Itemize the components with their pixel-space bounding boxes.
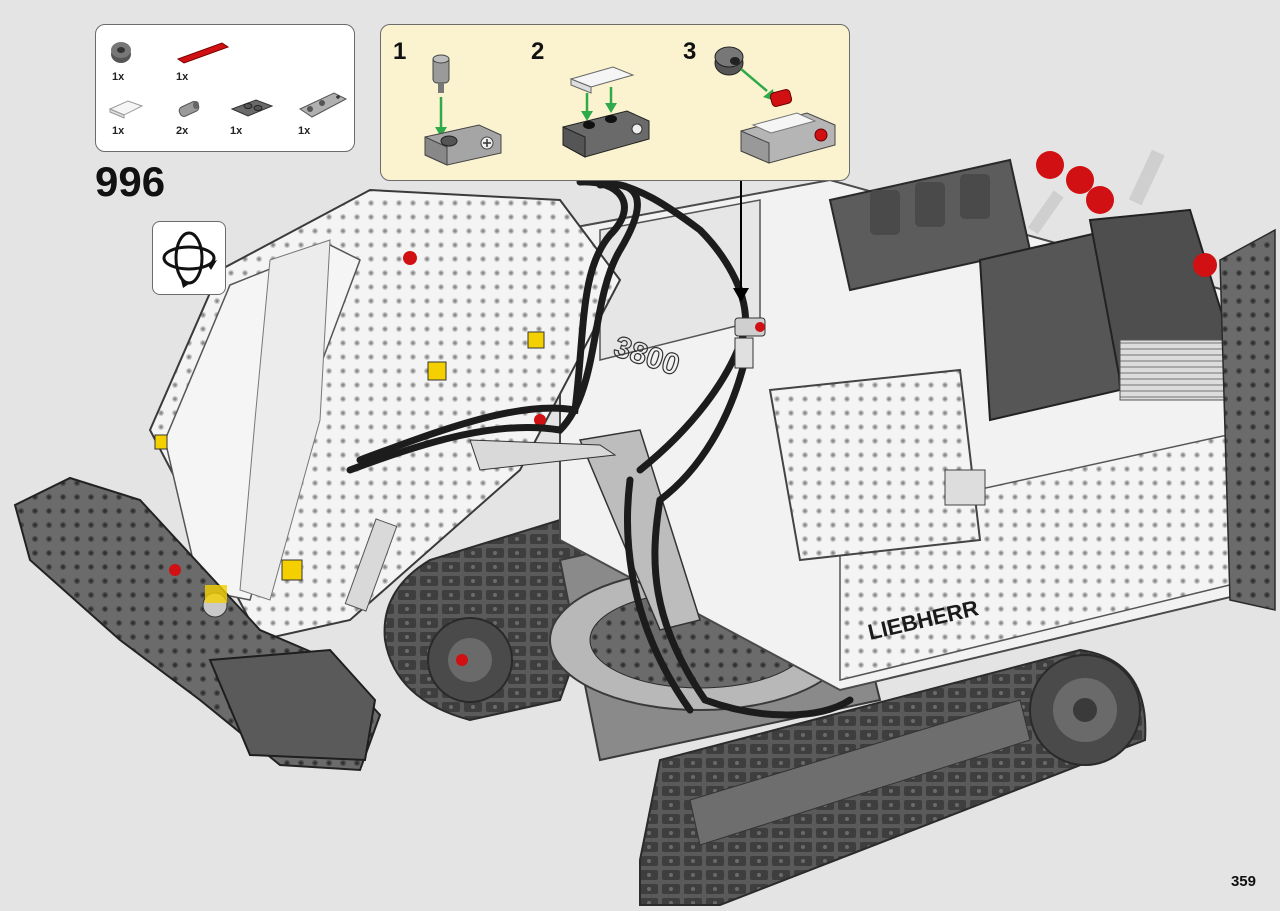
stick-and-bucket <box>13 476 382 772</box>
part-item: 1x <box>230 97 290 137</box>
part-qty: 1x <box>230 125 243 137</box>
parts-list: 1x 1x 1x 2x 1x 1 <box>95 24 355 152</box>
right-track <box>639 648 1147 906</box>
page-number: 359 <box>1230 873 1256 890</box>
boom-arm <box>148 188 622 642</box>
gray-axle-pin-icon <box>178 101 200 117</box>
rotate-model-icon <box>162 231 217 288</box>
part-qty: 1x <box>298 125 311 137</box>
part-item: 1x <box>298 89 358 137</box>
part-qty: 2x <box>176 125 189 137</box>
engine-block <box>828 149 1232 422</box>
dark-gray-plate-icon <box>230 99 274 117</box>
step-number: 996 <box>95 158 166 205</box>
dark-gray-bush-icon <box>111 42 131 63</box>
part-item: 1x <box>176 39 236 83</box>
callout-pointer-arrow <box>733 180 749 302</box>
substep-3-illustration <box>714 46 836 164</box>
substep-number: 1 <box>393 38 407 65</box>
substep-number: 2 <box>531 38 545 65</box>
part-qty: 1x <box>112 71 125 83</box>
part-item: 1x <box>108 97 168 137</box>
part-item: 2x <box>176 97 236 137</box>
part-qty: 1x <box>112 125 125 137</box>
substep-1-illustration <box>424 54 502 166</box>
part-qty: 1x <box>176 71 189 83</box>
gray-beam-icon <box>298 92 348 118</box>
cab-block <box>768 228 1276 611</box>
rotate-model-box <box>152 221 226 295</box>
substeps-callout: 1 2 3 <box>380 24 850 181</box>
part-item: 1x <box>108 39 168 83</box>
substep-number: 3 <box>683 38 697 65</box>
red-axle-icon <box>176 42 230 64</box>
substep-2-illustration <box>562 66 650 158</box>
attached-part-on-model <box>734 317 766 369</box>
hydraulic-cylinders <box>344 429 701 631</box>
white-tile-icon <box>108 100 144 119</box>
